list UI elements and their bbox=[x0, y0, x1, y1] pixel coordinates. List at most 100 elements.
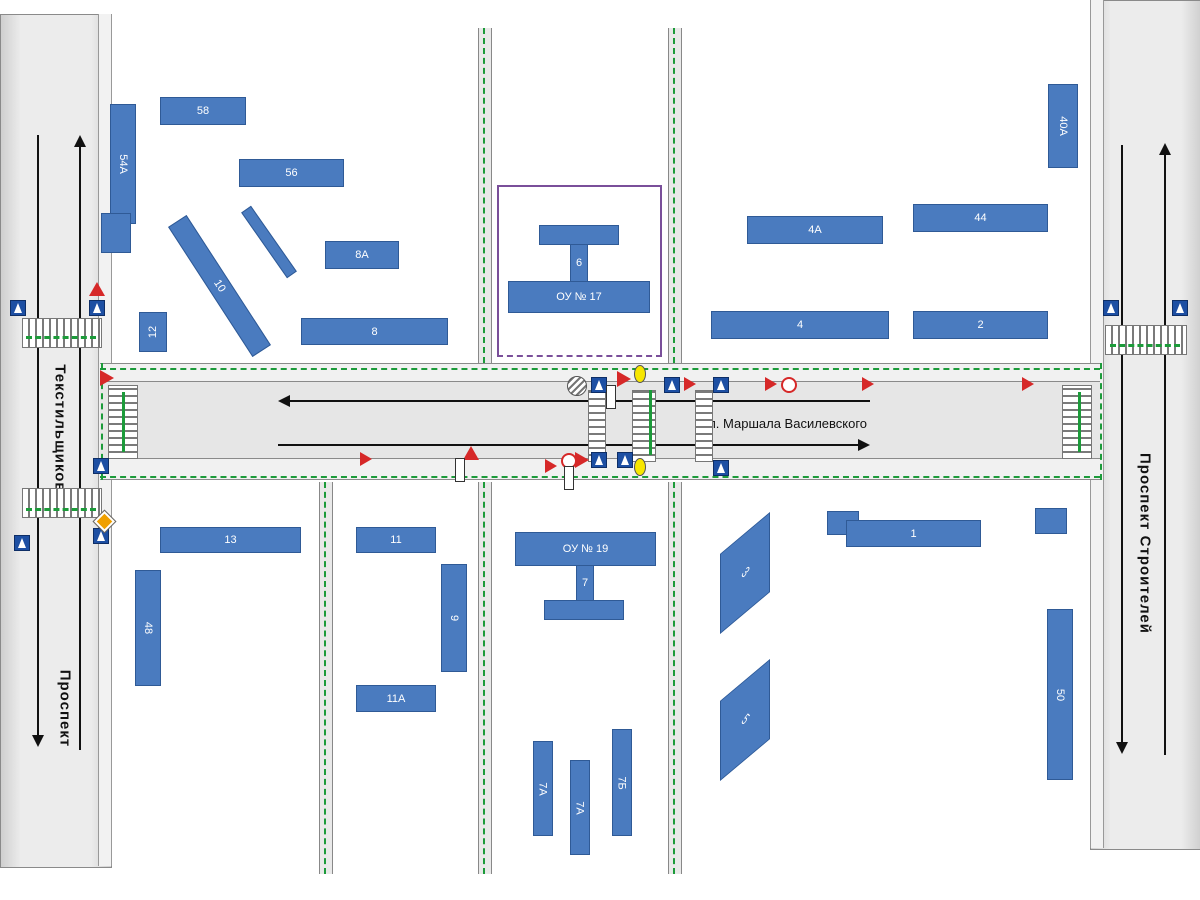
building-8: 8 bbox=[301, 318, 448, 345]
green-crossing-left-top bbox=[26, 336, 96, 339]
signal-post-icon bbox=[455, 458, 465, 482]
building-9: 9 bbox=[441, 564, 467, 672]
walkway-south-3-path bbox=[673, 482, 675, 874]
warning-triangle-icon bbox=[765, 377, 777, 391]
right-avenue-arrow-down bbox=[1121, 145, 1123, 745]
building-5: 5 bbox=[720, 659, 770, 781]
left-avenue-arrowhead-down bbox=[32, 735, 44, 747]
school-17-fence bbox=[497, 185, 662, 357]
warning-triangle-icon bbox=[463, 446, 479, 460]
walkway-north-1-path bbox=[483, 28, 485, 363]
building-48: 48 bbox=[135, 570, 161, 686]
right-avenue-arrow-up bbox=[1164, 155, 1166, 755]
building-3: 3 bbox=[720, 512, 770, 634]
street-label-prospekt-left: Проспект bbox=[56, 669, 74, 748]
traffic-light-icon bbox=[634, 458, 646, 476]
building-7: 7 bbox=[576, 565, 594, 601]
pedestrian-crossing-sign-icon bbox=[591, 377, 607, 393]
green-crossing-main-east bbox=[1078, 392, 1081, 452]
warning-triangle-icon bbox=[617, 371, 631, 387]
pedestrian-crossing-sign-icon bbox=[93, 528, 109, 544]
pedestrian-crossing-sign-icon bbox=[591, 452, 607, 468]
building-58: 58 bbox=[160, 97, 246, 125]
pedestrian-crossing-sign-icon bbox=[14, 535, 30, 551]
warning-triangle-icon bbox=[100, 370, 114, 386]
green-crossing-left-bottom bbox=[26, 508, 96, 511]
walkway-south-1-path bbox=[324, 482, 326, 874]
crosswalk-left-top bbox=[22, 318, 102, 348]
building-11a: 11А bbox=[356, 685, 436, 712]
building-10b bbox=[241, 205, 297, 279]
signal-post-icon bbox=[564, 466, 574, 490]
left-avenue-arrowhead-up bbox=[74, 135, 86, 147]
building-40a: 40А bbox=[1048, 84, 1078, 168]
warning-triangle-icon bbox=[575, 452, 589, 468]
crosswalk-main-east bbox=[1062, 385, 1092, 459]
building-ou17: ОУ № 17 bbox=[508, 281, 650, 313]
pedestrian-crossing-sign-icon bbox=[89, 300, 105, 316]
pedestrian-crossing-sign-icon bbox=[713, 377, 729, 393]
building-12: 12 bbox=[139, 312, 167, 352]
walkway-south-1 bbox=[319, 482, 333, 874]
building-10: 10 bbox=[168, 215, 271, 357]
building-50: 50 bbox=[1047, 609, 1073, 780]
building-7-bottom bbox=[544, 600, 624, 620]
walkway-south-2 bbox=[478, 482, 492, 874]
building-44: 44 bbox=[913, 204, 1048, 232]
left-avenue-arrow-down bbox=[37, 135, 39, 740]
building-4: 4 bbox=[711, 311, 889, 339]
walkway-north-1 bbox=[478, 28, 492, 363]
walkway-east-edge bbox=[1100, 363, 1102, 480]
pedestrian-crossing-sign-icon bbox=[713, 460, 729, 476]
warning-triangle-icon bbox=[862, 377, 874, 391]
right-avenue bbox=[1090, 0, 1200, 850]
building-8a: 8А bbox=[325, 241, 399, 269]
green-crossing-main-center bbox=[649, 390, 652, 455]
main-street-arrowhead-right bbox=[858, 439, 870, 451]
walkway-north-2 bbox=[668, 28, 682, 363]
building-56: 56 bbox=[239, 159, 344, 187]
building-7a-1: 7А bbox=[533, 741, 553, 836]
pedestrian-crossing-sign-icon bbox=[93, 458, 109, 474]
pedestrian-crossing-sign-icon bbox=[617, 452, 633, 468]
building-2: 2 bbox=[913, 311, 1048, 339]
end-restriction-sign-icon bbox=[567, 376, 587, 396]
walkway-south-2-path bbox=[483, 482, 485, 874]
building-east-small bbox=[1035, 508, 1067, 534]
building-6-top bbox=[539, 225, 619, 245]
warning-triangle-icon bbox=[1022, 377, 1034, 391]
crosswalk-main-center-2 bbox=[632, 390, 656, 462]
left-avenue-arrow-up bbox=[79, 145, 81, 750]
pedestrian-crossing-sign-icon bbox=[664, 377, 680, 393]
crosswalk-right bbox=[1105, 325, 1187, 355]
pedestrian-crossing-sign-icon bbox=[1103, 300, 1119, 316]
main-street-arrow-right bbox=[278, 444, 858, 446]
traffic-light-icon bbox=[634, 365, 646, 383]
building-54a: 54А bbox=[110, 104, 136, 224]
building-54a-annex bbox=[101, 213, 131, 253]
crosswalk-main-center-3 bbox=[695, 390, 713, 462]
pedestrian-crossing-sign-icon bbox=[1172, 300, 1188, 316]
street-label-textilshchikov: Текстильщиков bbox=[51, 364, 69, 493]
warning-triangle-icon bbox=[89, 282, 105, 296]
building-1: 1 bbox=[846, 520, 981, 547]
main-street-walkway-bottom bbox=[100, 476, 1100, 478]
pedestrian-crossing-sign-icon bbox=[10, 300, 26, 316]
building-4a: 4А bbox=[747, 216, 883, 244]
main-street-arrow-left bbox=[290, 400, 870, 402]
main-street-walkway-top bbox=[100, 368, 1100, 370]
walkway-south-3 bbox=[668, 482, 682, 874]
right-avenue-arrowhead-down bbox=[1116, 742, 1128, 754]
building-13: 13 bbox=[160, 527, 301, 553]
building-11: 11 bbox=[356, 527, 436, 553]
green-crossing-main-west bbox=[122, 392, 125, 452]
warning-triangle-icon bbox=[545, 459, 557, 473]
speed-limit-sign-icon bbox=[781, 377, 797, 393]
building-6: 6 bbox=[570, 244, 588, 282]
warning-triangle-icon bbox=[684, 377, 696, 391]
left-avenue bbox=[0, 14, 112, 868]
building-ou19: ОУ № 19 bbox=[515, 532, 656, 566]
crosswalk-left-bottom bbox=[22, 488, 102, 518]
building-7a-2: 7А bbox=[570, 760, 590, 855]
street-label-prospekt-stroiteley: Проспект Строителей bbox=[1136, 453, 1154, 634]
